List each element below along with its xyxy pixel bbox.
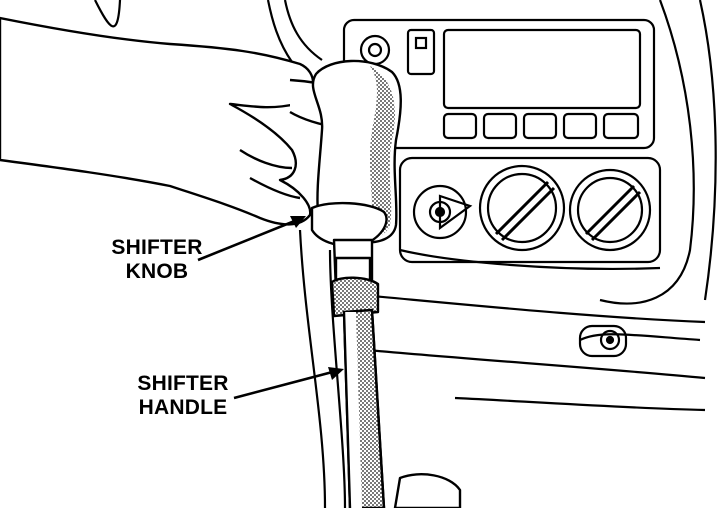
leader-arrowheads <box>290 216 344 380</box>
shifter-handle-drawing <box>330 238 462 508</box>
lower-dash-knob <box>578 324 628 358</box>
climate-control-panel <box>398 156 662 264</box>
shifter-knob-label-line1: SHIFTER <box>111 236 203 259</box>
radio-unit <box>342 18 656 150</box>
leader-lines <box>197 216 341 400</box>
shifter-handle-label: SHIFTER HANDLE <box>130 372 236 420</box>
shifter-knob-label: SHIFTER KNOB <box>104 236 210 284</box>
shifter-handle-label-line1: SHIFTER <box>137 372 229 395</box>
dashboard-contours <box>94 0 717 508</box>
shifter-handle-label-line2: HANDLE <box>138 396 228 419</box>
shifter-knob-drawing <box>310 59 402 248</box>
shifter-knob-label-line2: KNOB <box>125 260 189 283</box>
